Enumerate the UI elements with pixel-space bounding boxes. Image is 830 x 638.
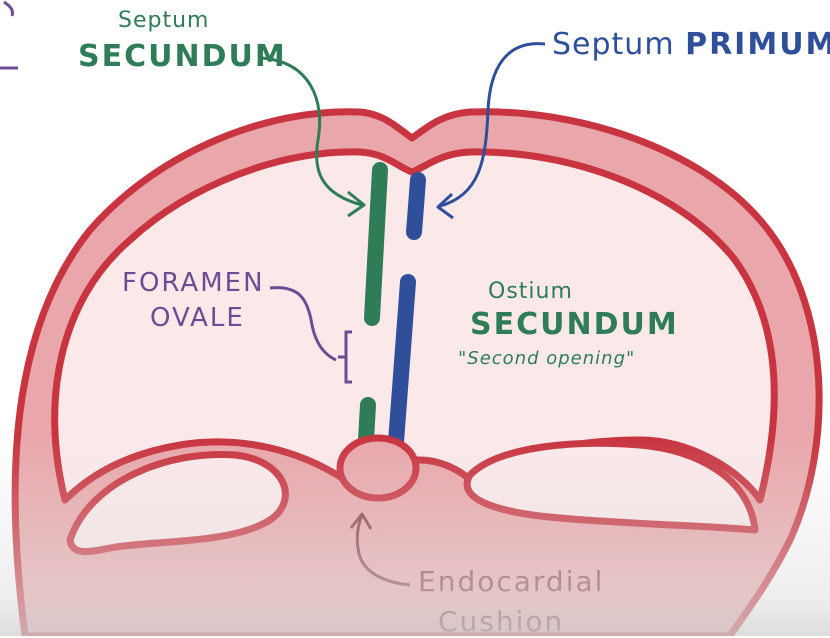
septum-secundum-arrowhead [347, 190, 366, 218]
foramen-ovale-bracket [338, 330, 352, 384]
septum-secundum-lower [358, 397, 376, 448]
septum-primum-arrowhead [436, 192, 454, 220]
ostium-secundum-note: "Second opening" [458, 348, 636, 369]
septum-primum-word-b: PRIMUM [685, 27, 830, 62]
septum-secundum-label-top: Septum [118, 8, 210, 33]
septum-primum-word-a: Septum [552, 27, 675, 62]
partial-left-mark-top [3, 0, 14, 17]
foramen-ovale-label-top: FORAMEN [122, 268, 265, 298]
septum-primum-label: Septum PRIMUM [552, 30, 830, 60]
endocardial-cushion-label-top: Endocardial [418, 565, 605, 598]
foramen-ovale-label-bottom: OVALE [150, 303, 245, 333]
ostium-secundum-label-top: Ostium [488, 279, 573, 304]
endocardial-cushion-label-bottom: Cushion [438, 605, 565, 638]
septum-primum-arrow [439, 42, 546, 208]
ostium-secundum-label-bottom: SECUNDUM [470, 307, 679, 342]
septum-secundum-label-bottom: SECUNDUM [78, 39, 287, 74]
septum-secundum-upper [364, 162, 388, 326]
septum-secundum-arrow [261, 56, 363, 207]
septum-primum-upper [406, 172, 426, 240]
foramen-ovale-leader [269, 286, 337, 362]
septum-primum-lower [388, 274, 416, 450]
endocardial-cushion [336, 434, 420, 502]
